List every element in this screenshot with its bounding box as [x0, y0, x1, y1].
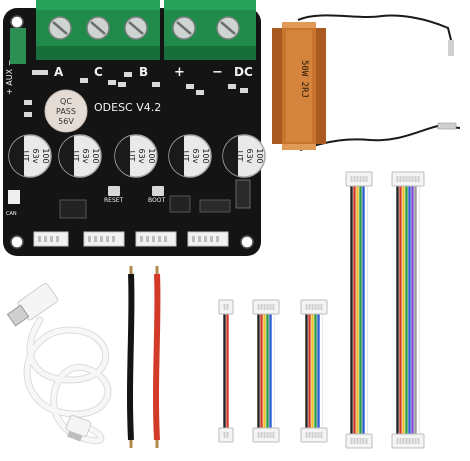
power-plus-label: + [174, 65, 185, 80]
smd-part [240, 88, 248, 93]
smd-part [80, 78, 88, 83]
board-model-label: ODESC V4.2 [94, 101, 161, 114]
pcb [3, 8, 261, 256]
resistor-marking: 50W 2RJ [299, 60, 309, 98]
jst-socket [83, 231, 125, 247]
capacitor-label: UT [235, 151, 244, 162]
power-wire [153, 273, 161, 441]
capacitor-label: UT [127, 151, 136, 162]
aux-connector [10, 28, 26, 64]
smd-part [186, 84, 194, 89]
dc-label: DC [234, 65, 253, 79]
jst-harness [345, 171, 373, 449]
capacitor-label: 63v [245, 149, 254, 164]
screw-slot [128, 21, 144, 35]
smd-part [40, 70, 48, 75]
capacitor-label: 100 [147, 148, 156, 163]
phase-label-b: B [139, 65, 148, 79]
jst-harness [218, 299, 234, 443]
capacitor-label: 100 [41, 148, 50, 163]
capacitor-label: UT [181, 151, 190, 162]
jst-harness [391, 171, 425, 449]
boot-button [152, 186, 164, 196]
capacitor-label: 63v [191, 149, 200, 164]
boot-label: BOOT [148, 197, 165, 204]
screw-slot [52, 21, 68, 35]
brake-resistor: 50W 2RJ [272, 14, 461, 151]
jst-connector [345, 171, 373, 187]
power-minus-label: − [212, 65, 223, 80]
jst-connector [300, 427, 328, 443]
jst-connector [391, 171, 425, 187]
capacitor-label: 63v [137, 149, 146, 164]
aux-label: + AUX − [5, 60, 14, 95]
jst-connector [218, 299, 234, 315]
jst-connector [218, 427, 234, 443]
usb-port [235, 179, 251, 209]
smd-part [108, 80, 116, 85]
qc-badge: QC PASS 56V [44, 89, 88, 133]
can-label: CAN [6, 211, 17, 217]
phase-label-a: A [54, 65, 64, 79]
jst-harness [300, 299, 328, 443]
qc-label: QC [60, 97, 72, 106]
capacitor-label: 63v [81, 149, 90, 164]
phase-label-c: C [94, 65, 103, 79]
jst-harnesses [218, 171, 425, 449]
capacitor-label: UT [21, 151, 30, 162]
mcu-chip [59, 199, 87, 219]
jst-connector [345, 433, 373, 449]
qc-voltage-label: 56V [58, 117, 74, 126]
capacitor-label: 100 [91, 148, 100, 163]
jst-sockets [33, 231, 229, 247]
screw-terminal-block [36, 0, 256, 60]
jst-socket [187, 231, 229, 247]
pin-header [199, 199, 231, 213]
usb-cable [6, 283, 112, 445]
smd-part [124, 72, 132, 77]
jst-connector [300, 299, 328, 315]
jst-connector [391, 433, 425, 449]
power-wire [127, 273, 135, 441]
capacitor-label: 63v [31, 149, 40, 164]
capacitor-label: UT [71, 151, 80, 162]
driver-chip [169, 195, 191, 213]
smd-part [152, 82, 160, 87]
screw-slot [176, 21, 192, 35]
smd-part [24, 112, 32, 117]
jst-harness [252, 299, 280, 443]
reset-button [108, 186, 120, 196]
qc-pass-label: PASS [56, 107, 76, 116]
smd-part [196, 90, 204, 95]
odesc-board: + AUX − A C B + − DC QC PASS 56V ODESC V… [3, 0, 266, 256]
smd-part [228, 84, 236, 89]
mount-hole-icon [10, 235, 24, 249]
mount-hole-icon [10, 15, 24, 29]
smd-components [24, 70, 248, 117]
jst-socket [135, 231, 177, 247]
power-wires [127, 266, 161, 448]
jst-connector [252, 427, 280, 443]
jst-connector [252, 299, 280, 315]
screw-slot [90, 21, 106, 35]
smd-part [32, 70, 40, 75]
capacitor-label: 100 [201, 148, 210, 163]
capacitor-label: 100 [255, 148, 264, 163]
mount-hole-icon [240, 235, 254, 249]
reset-label: RESET [104, 197, 124, 204]
smd-part [118, 82, 126, 87]
can-connector [8, 190, 20, 204]
smd-part [24, 100, 32, 105]
screw-slot [220, 21, 236, 35]
